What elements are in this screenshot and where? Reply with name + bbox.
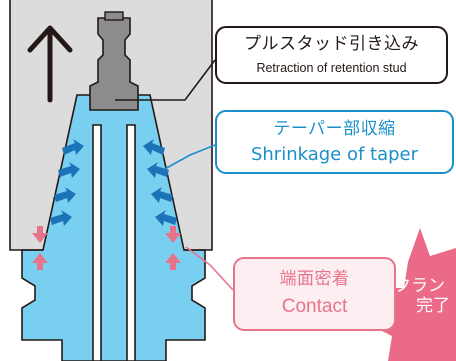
holder-bore [92, 124, 102, 361]
leader-contact [185, 246, 234, 291]
force-arrow-icon [54, 187, 76, 203]
burst-text: クラン 完了 [394, 276, 456, 316]
callout-pull-stud-jp: プルスタッド引き込み [244, 34, 419, 54]
spindle-outline [9, 0, 213, 251]
holder-bore-right [126, 124, 136, 361]
callout-taper: テーパー部収縮 Shrinkage of taper [215, 110, 454, 174]
force-arrow-icon [62, 139, 84, 155]
force-arrow-icon [32, 253, 48, 270]
force-arrow-icon [147, 162, 169, 178]
callout-pull-stud: プルスタッド引き込み Retraction of retention stud [215, 26, 448, 84]
contact-arrows-left [32, 226, 48, 270]
force-arrow-icon [165, 253, 181, 270]
right-force-arrows [143, 139, 177, 226]
callout-pull-stud-en: Retraction of retention stud [256, 61, 407, 75]
leader-taper [162, 144, 216, 171]
force-arrow-icon [58, 162, 80, 178]
force-arrow-icon [32, 226, 48, 243]
force-arrow-icon [155, 210, 177, 226]
force-arrow-icon [165, 226, 181, 243]
leader-pull [115, 59, 216, 101]
callout-contact: 端面密着 Contact [233, 257, 396, 331]
spindle-body [10, 0, 212, 250]
up-arrow-icon [27, 25, 73, 103]
callout-taper-en: Shrinkage of taper [250, 144, 419, 165]
force-arrow-icon [151, 187, 173, 203]
callout-contact-jp: 端面密着 [279, 269, 350, 289]
burst-line-1: クラン [394, 276, 445, 296]
force-arrow-icon [143, 139, 165, 155]
force-arrow-icon [50, 210, 72, 226]
callout-taper-jp: テーパー部収縮 [273, 119, 396, 139]
contact-arrows-right [165, 226, 181, 270]
burst-line-2: 完了 [416, 296, 450, 316]
stud-top [104, 11, 124, 21]
left-force-arrows [50, 139, 84, 226]
clamp-complete-burst [372, 228, 456, 361]
callout-contact-en: Contact [281, 296, 348, 317]
retention-stud [89, 17, 139, 111]
